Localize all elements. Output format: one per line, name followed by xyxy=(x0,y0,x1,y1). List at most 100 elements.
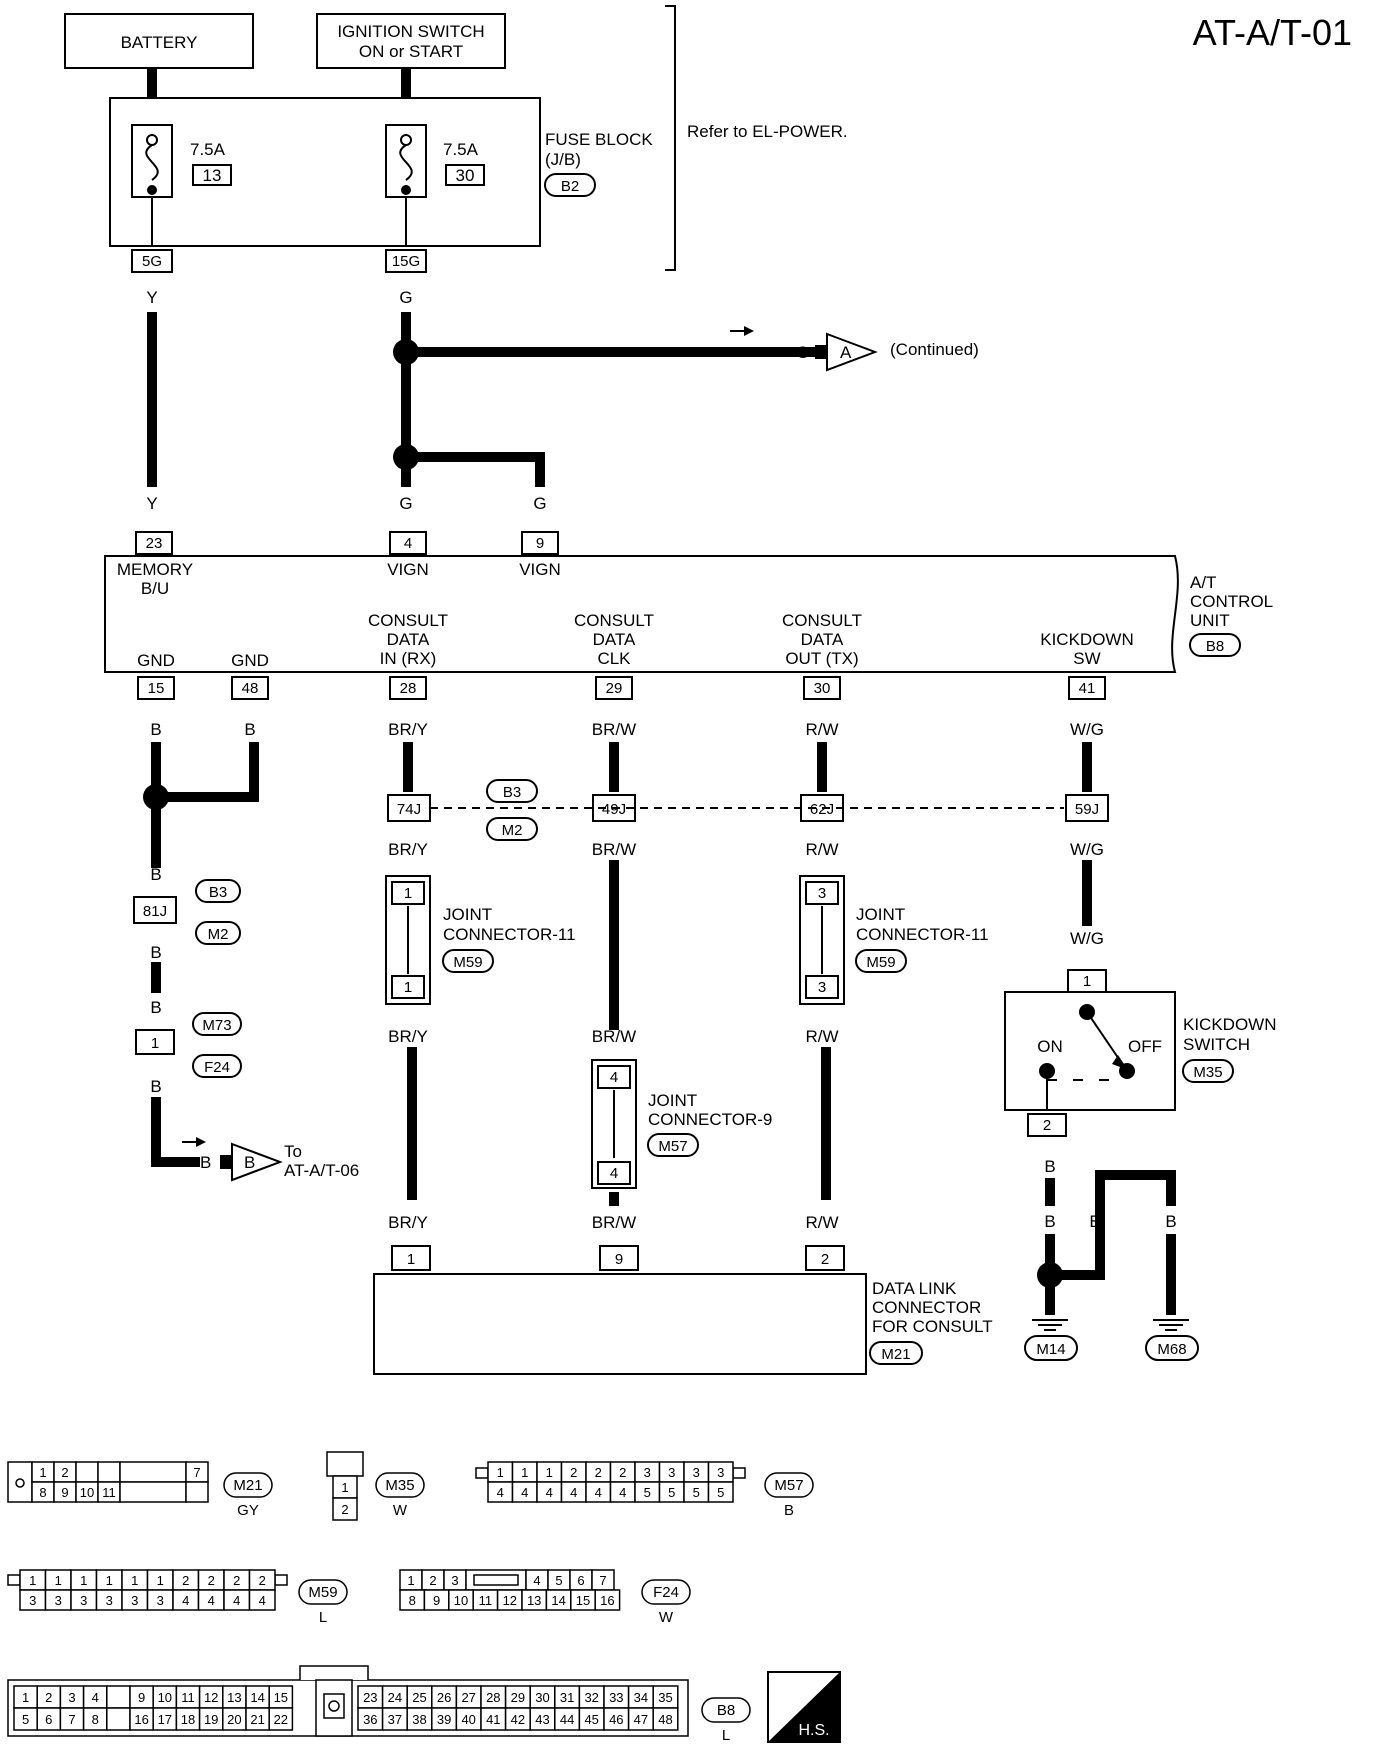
b8-left-pin: 16 xyxy=(134,1712,148,1727)
m57-pin: 2 xyxy=(619,1465,626,1480)
jc11-right-code: M59 xyxy=(866,954,895,971)
b8-right-pin: 43 xyxy=(535,1712,549,1727)
tcu-kd-l2: SW xyxy=(1073,649,1100,668)
tcu-vign-9: VIGN xyxy=(519,560,561,579)
kickdown-switch: ON OFF xyxy=(1004,991,1176,1111)
data-link-connector xyxy=(373,1273,867,1375)
wire-color-wg-1: W/G xyxy=(1070,720,1104,739)
joint-62j: 62J xyxy=(810,801,834,818)
jc11-right-pin-top: 3 xyxy=(818,885,826,902)
fuse-term-15g: 15G xyxy=(392,253,420,270)
m35-pin: 1 xyxy=(341,1480,348,1495)
b8-left-pin: 9 xyxy=(138,1690,145,1705)
m21-pin: 11 xyxy=(102,1485,116,1500)
m59-code: M59 xyxy=(308,1584,337,1601)
b8-left-pin: 13 xyxy=(227,1690,241,1705)
wire-color-bry-4: BR/Y xyxy=(388,1213,428,1232)
m57-pin: 1 xyxy=(497,1465,504,1480)
dlc-l1: DATA LINK xyxy=(872,1279,957,1298)
b8-right-pin: 23 xyxy=(363,1690,377,1705)
m57-pin: 1 xyxy=(546,1465,553,1480)
ground-symbol-m68 xyxy=(1153,1319,1189,1331)
tcu-name-2: CONTROL xyxy=(1190,592,1273,611)
m59-pin: 3 xyxy=(80,1593,87,1608)
b8-right-pin: 41 xyxy=(486,1712,500,1727)
m21-color: GY xyxy=(237,1502,259,1519)
fuse-block-jb: (J/B) xyxy=(545,150,581,169)
b8-left-pin: 11 xyxy=(181,1690,195,1705)
b8-left-pin: 6 xyxy=(45,1712,52,1727)
m59-pin: 4 xyxy=(182,1593,189,1608)
jc11-left-code: M59 xyxy=(453,954,482,971)
m59-pin: 4 xyxy=(208,1593,215,1608)
f24-pin: 7 xyxy=(599,1573,606,1588)
battery-box: BATTERY xyxy=(64,13,254,69)
dlc-l2: CONNECTOR xyxy=(872,1298,981,1317)
wire-color-b-6: B xyxy=(200,1153,211,1172)
m35-face: 12 xyxy=(332,1475,358,1521)
b8-left-pin: 1 xyxy=(22,1690,29,1705)
f24-pin: 6 xyxy=(577,1573,584,1588)
tcu-kd-l1: KICKDOWN xyxy=(1040,630,1134,649)
m35-color: W xyxy=(393,1502,408,1519)
ignition-label-1: IGNITION SWITCH xyxy=(337,22,484,41)
m21b-face: 7 xyxy=(185,1461,209,1503)
tcu-term-30: 30 xyxy=(814,680,831,697)
b8-left-pin: 8 xyxy=(92,1712,99,1727)
f24-pin: 13 xyxy=(527,1593,541,1608)
m59-pin: 1 xyxy=(157,1573,164,1588)
joint-m73: M73 xyxy=(202,1017,231,1034)
tcu-term-4: 4 xyxy=(404,535,412,552)
m59-color: L xyxy=(319,1609,327,1626)
m21-pin: 1 xyxy=(39,1465,46,1480)
f24-pin: 12 xyxy=(503,1593,517,1608)
refer-el-power: Refer to EL-POWER. xyxy=(687,122,848,141)
continued-label: (Continued) xyxy=(890,340,979,359)
fuse-term-5g: 5G xyxy=(142,253,162,270)
m57-pin: 5 xyxy=(644,1485,651,1500)
m57-code: M57 xyxy=(774,1477,803,1494)
jc9-pin-bottom: 4 xyxy=(610,1165,618,1182)
b8-right-pin: 34 xyxy=(634,1690,648,1705)
ground-m14: M14 xyxy=(1036,1341,1065,1358)
m57-color: B xyxy=(784,1502,794,1519)
m57-pin: 3 xyxy=(717,1465,724,1480)
wire-color-g-top: G xyxy=(399,288,412,307)
wire-color-b-15: B xyxy=(150,720,161,739)
hs-badge: H.S. xyxy=(767,1671,841,1743)
b8-right-pin: 39 xyxy=(437,1712,451,1727)
joint-59j: 59J xyxy=(1075,801,1099,818)
jc11-left-pin-top: 1 xyxy=(404,885,412,902)
wire-color-rw-4: R/W xyxy=(805,1213,838,1232)
jc11-right-l1: JOINT xyxy=(856,905,905,924)
dlc-pin-2: 2 xyxy=(821,1251,829,1268)
m57-pin: 3 xyxy=(668,1465,675,1480)
f24-pin: 3 xyxy=(451,1573,458,1588)
f24-pin: 10 xyxy=(454,1593,468,1608)
wire-color-rw-1: R/W xyxy=(805,720,838,739)
tcu-tx-l2: DATA xyxy=(801,630,844,649)
m57-pin: 3 xyxy=(644,1465,651,1480)
b8-right-pin: 42 xyxy=(511,1712,525,1727)
kickdown-on: ON xyxy=(1037,1037,1063,1056)
wire-color-brw-3: BR/W xyxy=(592,1027,636,1046)
tcu-name-3: UNIT xyxy=(1190,611,1230,630)
wire-color-bry-1: BR/Y xyxy=(388,720,428,739)
tcu-clk-l1: CONSULT xyxy=(574,611,654,630)
tcu-box: MEMORY B/U VIGN VIGN GND GND CONSULT DAT… xyxy=(104,555,1273,673)
m57-pin: 4 xyxy=(619,1485,626,1500)
jc11-left-pin-bottom: 1 xyxy=(404,979,412,996)
wire-color-wg-3: W/G xyxy=(1070,929,1104,948)
b8-right-pin: 25 xyxy=(412,1690,426,1705)
m57-pin: 5 xyxy=(717,1485,724,1500)
kickdown-code: M35 xyxy=(1193,1064,1222,1081)
m59-pin: 1 xyxy=(131,1573,138,1588)
wire-color-b-5: B xyxy=(150,1077,161,1096)
tcu-vign-4: VIGN xyxy=(387,560,429,579)
tcu-code: B8 xyxy=(1206,638,1224,655)
tcu-rx-l3: IN (RX) xyxy=(380,649,437,668)
tcu-term-15: 15 xyxy=(148,680,165,697)
m59-pin: 1 xyxy=(55,1573,62,1588)
f24-pin: 2 xyxy=(429,1573,436,1588)
